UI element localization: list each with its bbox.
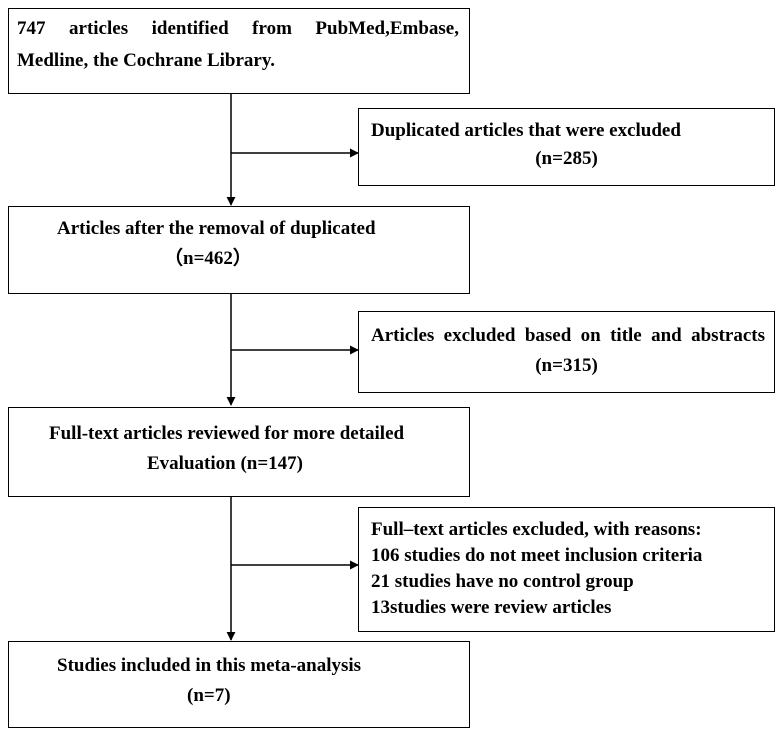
full-text-excluded-line2: 106 studies do not meet inclusion criter… [371,545,703,566]
full-text-reviewed-line1: Full-text articles reviewed for more det… [49,423,405,444]
included-box: Studies included in this meta-analysis (… [8,641,470,728]
duplicates-line1: Duplicated articles that were excluded [371,120,681,141]
full-text-excluded-line3: 21 studies have no control group [371,571,634,592]
after-dedup-line1: Articles after the removal of duplicated [57,218,376,239]
full-text-reviewed-box: Full-text articles reviewed for more det… [8,407,470,497]
title-abstract-excluded-box: Articles excluded based on title and abs… [358,311,775,393]
duplicates-line2: (n=285) [535,148,598,169]
after-dedup-box: Articles after the removal of duplicated… [8,206,470,294]
title-abstract-excluded-line1: Articles excluded based on title and abs… [371,325,765,346]
included-line2: (n=7) [187,685,231,706]
full-text-reviewed-line2: Evaluation (n=147) [147,453,303,474]
full-text-excluded-line1: Full–text articles excluded, with reason… [371,519,702,540]
after-dedup-line2: （n=462） [164,248,252,269]
identified-line1: 747 articles identified from PubMed,Emba… [17,18,459,39]
title-abstract-excluded-line2: (n=315) [535,355,598,376]
duplicates-box: Duplicated articles that were excluded (… [358,108,775,186]
identified-box: 747 articles identified from PubMed,Emba… [8,8,470,94]
full-text-excluded-line4: 13studies were review articles [371,597,612,618]
included-line1: Studies included in this meta-analysis [57,655,362,676]
full-text-excluded-box: Full–text articles excluded, with reason… [358,507,775,632]
identified-line2: Medline, the Cochrane Library. [17,50,276,71]
